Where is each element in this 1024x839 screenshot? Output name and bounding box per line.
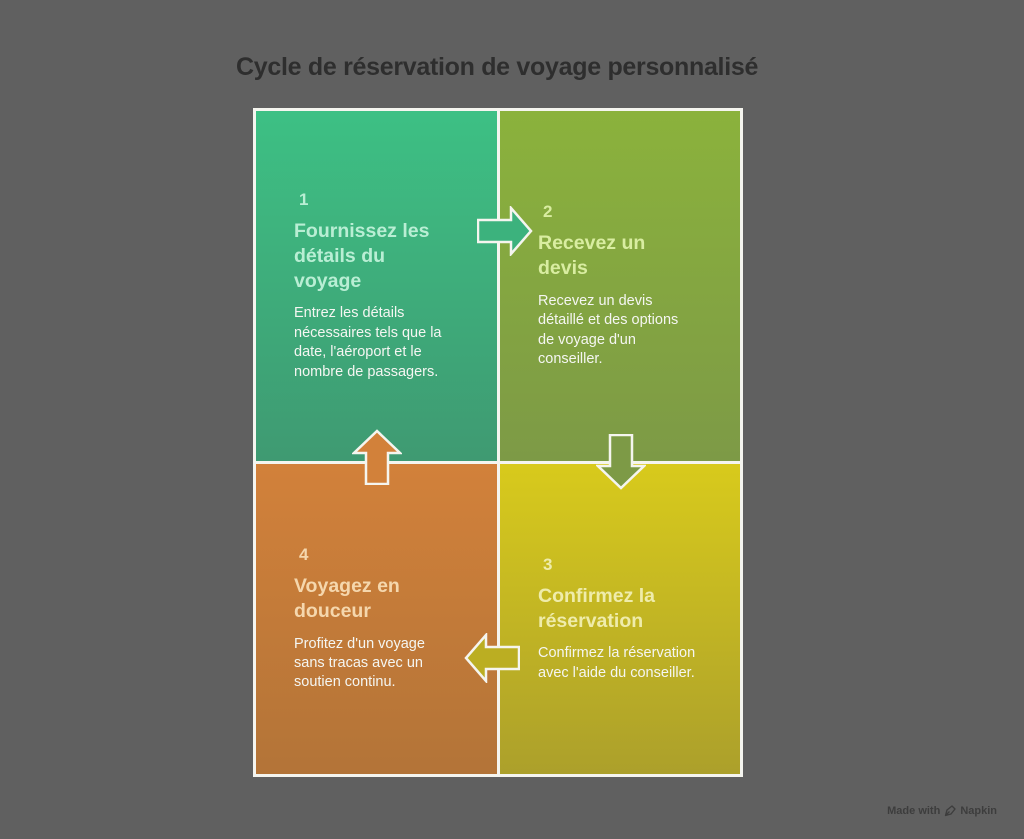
arrow-left-icon [464,633,520,683]
arrow-up-icon [352,429,402,485]
step-title: Confirmez la réservation [538,584,656,632]
watermark-prefix: Made with [887,805,941,817]
page-title: Cycle de réservation de voyage personnal… [236,53,759,81]
step-number: 4 [299,545,309,565]
step-panel-1: 1 Fournissez les détails du voyage Entre… [256,111,497,461]
step-title: Fournissez les détails du voyage [294,220,430,292]
step-number: 3 [543,554,553,574]
step-description: Entrez les détails nécessaires tels que … [294,305,442,380]
watermark: Made with Napkin [887,805,997,817]
step-description: Profitez d'un voyage sans tracas avec un… [294,635,425,691]
step-number: 1 [299,190,309,210]
arrow-down-icon [596,434,646,490]
pen-nib-icon [945,805,957,817]
step-title: Voyagez en douceur [294,575,400,622]
step-number: 2 [543,202,553,222]
watermark-brand: Napkin [960,805,997,817]
step-description: Confirmez la réservation avec l'aide du … [538,645,696,681]
step-title: Recevez un devis [538,232,646,280]
step-panel-2: 2 Recevez un devis Recevez un devis déta… [500,111,740,461]
arrow-right-icon [477,206,533,256]
step-description: Recevez un devis détaillé et des options… [538,292,679,368]
step-panel-3: 3 Confirmez la réservation Confirmez la … [500,464,740,774]
step-panel-4: 4 Voyagez en douceur Profitez d'un voyag… [256,464,497,774]
